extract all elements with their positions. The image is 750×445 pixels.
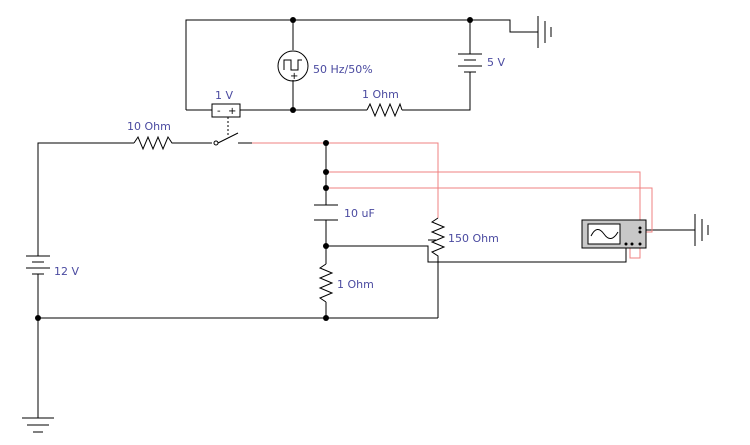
potentiometer-label: 150 Ohm — [448, 232, 499, 245]
oscilloscope-icon — [590, 229, 619, 239]
resistor-bottom-label: 1 Ohm — [337, 278, 374, 291]
junction-dots — [35, 17, 473, 321]
controlled-switch[interactable] — [213, 132, 252, 146]
control-loop-wires — [185, 19, 538, 111]
control-source-label: 1 V — [215, 89, 233, 102]
battery-12v[interactable] — [26, 250, 50, 282]
resistor-bottom[interactable] — [318, 263, 334, 303]
capacitor-10uf[interactable] — [314, 204, 338, 221]
control-plus: + — [228, 106, 236, 117]
pulse-source[interactable]: + — [277, 50, 309, 82]
resistor-top[interactable] — [366, 102, 403, 118]
ground-icon — [537, 16, 552, 48]
source-plus-sign: + — [290, 71, 298, 82]
control-minus: - — [217, 106, 221, 117]
potentiometer-150-ohm[interactable] — [428, 217, 446, 262]
battery-12v-label: 12 V — [54, 265, 79, 278]
ground-icon — [694, 214, 709, 246]
main-circuit-wires — [37, 142, 695, 418]
probe-wires — [252, 142, 653, 259]
control-source-box[interactable]: - + — [211, 103, 241, 118]
pulse-source-label: 50 Hz/50% — [313, 63, 373, 76]
resistor-10-ohm-label: 10 Ohm — [127, 120, 171, 133]
resistor-top-label: 1 Ohm — [362, 88, 399, 101]
ground-icon — [22, 417, 54, 433]
resistor-10-ohm[interactable] — [133, 135, 212, 151]
battery-5v[interactable] — [458, 48, 482, 76]
square-wave-source-icon — [283, 59, 302, 71]
capacitor-label: 10 uF — [344, 207, 375, 220]
battery-5v-label: 5 V — [487, 56, 505, 69]
oscilloscope[interactable] — [581, 219, 647, 249]
